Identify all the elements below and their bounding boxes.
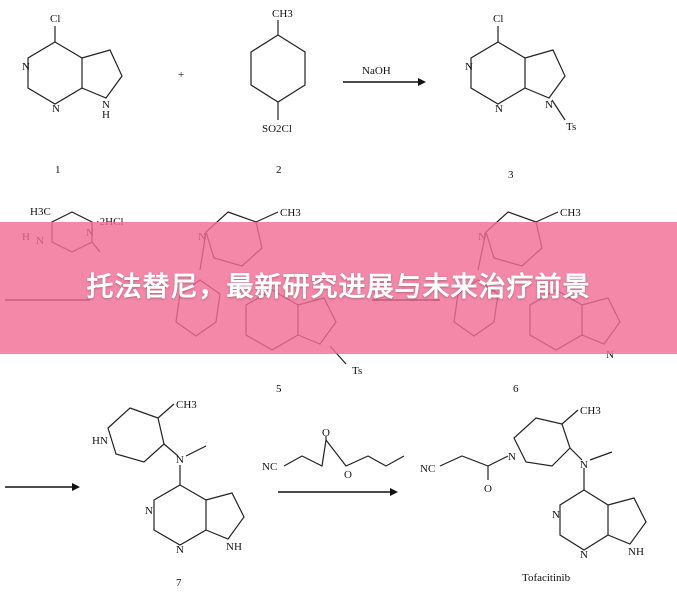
atom-cl-3: Cl [493, 13, 503, 25]
ch3-label-7: CH3 [176, 399, 197, 411]
compound-number-3: 3 [508, 169, 514, 181]
ch3-label-product: CH3 [580, 405, 601, 417]
ch3-label-6: CH3 [560, 207, 581, 219]
arrowhead-3 [72, 483, 80, 491]
nh-n-label-7: N [226, 541, 234, 553]
compound-number-5: 5 [276, 383, 282, 395]
atom-n-3c: N [545, 99, 553, 111]
tofacitinib-structure: NC O N CH3 N N N N H [420, 405, 647, 561]
nh-label-6: N [606, 349, 614, 361]
atom-n-3b: N [495, 103, 503, 115]
atom-n-1b: N [52, 103, 60, 115]
compound-2-structure: CH3 SO2Cl [250, 8, 306, 135]
arrowhead-1 [418, 78, 426, 86]
n-label-product-a: N [508, 451, 516, 463]
arrowhead-4 [390, 488, 398, 496]
so2cl-label-2: SO2Cl [262, 123, 292, 135]
nc-label-product: NC [420, 463, 435, 475]
n-label-7d: N [176, 544, 184, 556]
ch3-label-5: CH3 [280, 207, 301, 219]
n-label-7b: N [176, 454, 184, 466]
product-name-label: Tofacitinib [522, 572, 571, 584]
n-label-product-c: N [552, 509, 560, 521]
h3c-label: H3C [30, 206, 51, 218]
o-label-product: O [484, 483, 492, 495]
n-label-product-b: N [580, 459, 588, 471]
ch3-label-2: CH3 [272, 8, 293, 20]
ts-label-5: Ts [352, 365, 362, 377]
title-banner: 托法替尼，最新研究进展与未来治疗前景 [0, 222, 677, 354]
compound-number-7: 7 [176, 577, 182, 589]
plus-sign: + [178, 69, 184, 81]
n-label-product-d: N [580, 549, 588, 561]
n-label-7c: N [145, 505, 153, 517]
compound-1-structure: Cl N N N H [22, 13, 123, 121]
banner-title: 托法替尼，最新研究进展与未来治疗前景 [86, 272, 591, 303]
hn-h-label-7: H [92, 435, 100, 447]
reagent-naoh: NaOH [362, 65, 391, 77]
atom-h-1: H [102, 109, 110, 121]
o-label-carbonyl: O [322, 427, 330, 439]
atom-n-1a: N [22, 61, 30, 73]
compound-3-structure: Cl N N N Ts [465, 13, 576, 133]
compound-number-1: 1 [55, 164, 61, 176]
cyanoacetate-reagent: NC O O [262, 427, 405, 481]
atom-cl-1: Cl [50, 13, 60, 25]
atom-n-3a: N [465, 61, 473, 73]
o-label-ester: O [344, 469, 352, 481]
nc-label-reagent: NC [262, 461, 277, 473]
ts-label-3: Ts [566, 121, 576, 133]
nh-n-label-product: N [628, 546, 636, 558]
atom-nh-1: N [102, 99, 110, 111]
hn-n-label-7: N [100, 435, 108, 447]
nh-h-label-7: H [234, 541, 242, 553]
compound-number-2: 2 [276, 164, 282, 176]
compound-7-structure: CH3 H N N N N N H [92, 399, 245, 556]
compound-number-6: 6 [513, 383, 519, 395]
nh-h-label-product: H [636, 546, 644, 558]
